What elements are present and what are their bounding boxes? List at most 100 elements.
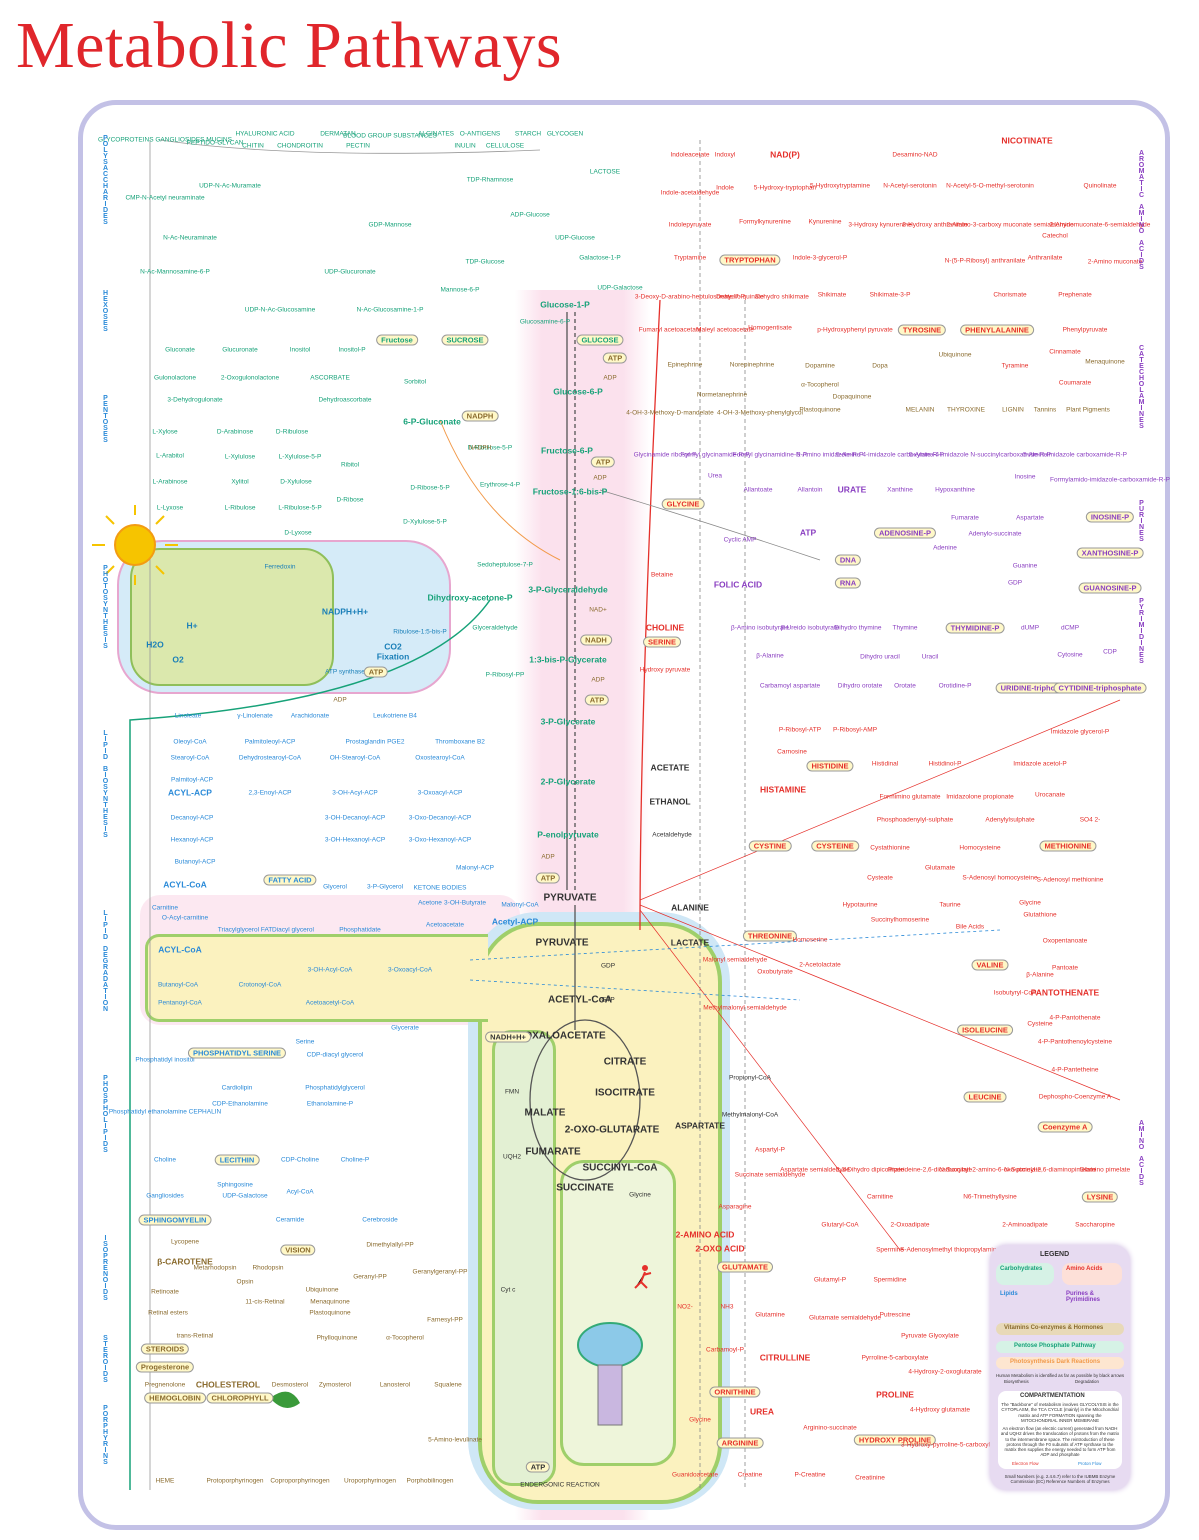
metabolite-n-ac-mannosamine-6-p: N-Ac-Mannosamine-6-P xyxy=(140,268,210,276)
metabolite-plastoquinone: Plastoquinone xyxy=(309,1309,351,1317)
section-label-polysaccharides: POLYSACCHARIDES xyxy=(102,135,109,225)
metabolite-formylkynurenine: Formylkynurenine xyxy=(739,218,791,226)
metabolite-4-p-pantetheine: 4-P-Pantetheine xyxy=(1051,1066,1099,1074)
metabolite-2-oxo-glutarate: 2-OXO-GLUTARATE xyxy=(564,1124,660,1136)
metabolite-histidinol-p: Histidinol-P xyxy=(928,760,962,768)
metabolite-prostaglandin-pge2: Prostaglandin PGE2 xyxy=(345,738,405,746)
metabolite-dimethylallyl-pp: Dimethylallyl-PP xyxy=(366,1241,414,1249)
metabolite-gluconate: Gluconate xyxy=(165,346,195,354)
metabolite-vision: VISION xyxy=(280,1244,316,1256)
metabolite-malonyl-semialdehyde: Malonyl semialdehyde xyxy=(702,956,768,964)
compartmentation-title: COMPARTMENTATION xyxy=(1020,1393,1085,1399)
metabolite-acyl-acp: ACYL-ACP xyxy=(168,787,212,798)
metabolite-h2o: H2O xyxy=(146,639,164,650)
metabolite-p-hydroxyphenyl-pyruvate: p-Hydroxyphenyl pyruvate xyxy=(817,326,893,334)
metabolite-inositol-p: Inositol-P xyxy=(338,346,366,354)
section-label-pyrimidines: PYRIMIDINES xyxy=(1138,598,1145,664)
metabolite-catechol: Catechol xyxy=(1042,232,1068,240)
metabolite-aspartyl-p: Aspartyl-P xyxy=(755,1146,785,1154)
metabolite-2-aminoadipate: 2-Aminoadipate xyxy=(1002,1221,1048,1229)
metabolite-cytosine: Cytosine xyxy=(1057,651,1083,659)
metabolite-spermine: Spermine xyxy=(876,1246,904,1254)
legend-amino-acids: Amino Acids xyxy=(1066,1266,1103,1272)
metabolite-triacylglycerol-fat: Triacylglycerol FAT xyxy=(217,926,273,934)
metabolite-6-p-gluconate: 6-P-Gluconate xyxy=(403,416,461,427)
metabolite-diacyl-glycerol: Diacyl glycerol xyxy=(272,926,314,934)
metabolite-cellulose: CELLULOSE xyxy=(485,142,525,150)
metabolite-steroids: STEROIDS xyxy=(140,1343,190,1355)
metabolite-pyruvate-glyoxylate: Pyruvate Glyoxylate xyxy=(901,1332,959,1340)
metabolite-nadph: NADPH xyxy=(461,410,499,422)
metabolite-2-acetolactate: 2-Acetolactate xyxy=(799,961,841,969)
metabolite-threonine: THREONINE xyxy=(742,930,798,942)
metabolite-adp: ADP xyxy=(333,696,347,704)
metabolite-pyruvate: PYRUVATE xyxy=(543,892,597,904)
legend-carbohydrates: Carbohydrates xyxy=(1000,1266,1043,1272)
metabolite-imidazole-glycerol-p: Imidazole glycerol-P xyxy=(1050,728,1110,736)
metabolite-tdp-glucose: TDP-Glucose xyxy=(465,258,505,266)
metabolite-lycopene: Lycopene xyxy=(171,1238,199,1246)
metabolite-malonyl-coa: Malonyl-CoA xyxy=(501,901,539,909)
metabolite-d-ribulose-5-p: D-Ribulose-5-P xyxy=(467,444,513,452)
metabolite-norepinephrine: Norepinephrine xyxy=(729,361,775,369)
metabolite-cardiolipin: Cardiolipin xyxy=(221,1084,253,1092)
metabolite-homogentisate: Homogentisate xyxy=(748,324,792,332)
metabolite-alanine: β-Alanine xyxy=(1026,971,1054,979)
metabolite-5-amino-4-imidazole-n-succinylcarboxamide-r-p: 5-Amino-4-imidazole N-succinylcarboxamid… xyxy=(909,451,1051,459)
metabolite-udp-n-ac-glucosamine: UDP-N-Ac-Glucosamine xyxy=(244,306,316,314)
metabolite-coproporphyrinogen: Coproporphyrinogen xyxy=(270,1477,330,1485)
metabolite-decanoyl-acp: Decanoyl-ACP xyxy=(170,814,214,822)
legend-pentose-phosphate: Pentose Phosphate Pathway xyxy=(1014,1343,1096,1349)
metabolite-rna: RNA xyxy=(834,577,862,589)
metabolite-tyrosine: TYROSINE xyxy=(897,324,947,336)
metabolite-cystine: CYSTINE xyxy=(748,840,792,852)
legend-human-note: Human Metabolism is identified as far as… xyxy=(995,1373,1125,1378)
metabolite-3-hydroxy-pyrroline-5-carboxylate: 3-Hydroxy-pyrroline-5-carboxylate xyxy=(901,1441,999,1449)
metabolite-sphingosine: Sphingosine xyxy=(217,1181,253,1189)
metabolite-chitin: CHITIN xyxy=(242,142,264,150)
metabolite-n6-trimethyllysine: N6-Trimethyllysine xyxy=(963,1193,1017,1201)
metabolite-n-5-p-ribosyl-anthranilate: N-(5-P-Ribosyl) anthranilate xyxy=(944,257,1026,265)
metabolite-isobutyryl-coa: Isobutyryl-CoA xyxy=(993,989,1037,997)
metabolite-tryptophan: TRYPTOPHAN xyxy=(719,254,781,266)
metabolite-4-hydroxy-glutamate: 4-Hydroxy glutamate xyxy=(910,1406,970,1414)
metabolite-gdp: GDP xyxy=(1007,579,1023,587)
metabolite-l-arabinose: L-Arabinose xyxy=(152,478,188,486)
metabolite-p-ribosyl-amp: P-Ribosyl-AMP xyxy=(832,726,878,734)
metabolite-atp: ATP xyxy=(363,666,389,678)
metabolite-alginates: ALGINATES xyxy=(417,130,455,138)
legend-biosynthesis: Biosynthesis xyxy=(1004,1379,1029,1384)
section-label-lipid-degradation: LIPID DEGRADATION xyxy=(102,910,109,1012)
section-label-lipid-biosynthesis: LIPID BIOSYNTHESIS xyxy=(102,730,109,838)
metabolite-cytidine-triphosphate: CYTIDINE-triphosphate xyxy=(1053,682,1147,694)
metabolite-ubiquinone: Ubiquinone xyxy=(305,1286,339,1294)
metabolite-indole: Indole xyxy=(716,184,734,192)
section-label-catecholamines: CATECHOLAMINES xyxy=(1138,345,1145,429)
metabolite-citrate: CITRATE xyxy=(603,1056,647,1068)
metabolite-ribulose-1-5-bis-p: Ribulose-1:5-bis-P xyxy=(393,628,447,636)
metabolite-quinolinate: Quinolinate xyxy=(1083,182,1117,190)
metabolite-carbamoyl-aspartate: Carbamoyl aspartate xyxy=(759,682,821,690)
metabolite-oxopentanoate: Oxopentanoate xyxy=(1042,937,1088,945)
metabolite-glucose-6-p: Glucose-6-P xyxy=(553,386,603,397)
metabolite-formyl-glycinamide-r-p: Formyl glycinamide-R-P xyxy=(680,451,750,459)
metabolite-acetaldehyde: Acetaldehyde xyxy=(652,831,692,839)
metabolite-d-xylulose-5-p: D-Xylulose-5-P xyxy=(403,518,447,526)
metabolite-chorismate: Chorismate xyxy=(993,291,1027,299)
metabolite-p-ribosyl-atp: P-Ribosyl-ATP xyxy=(778,726,822,734)
metabolite-acetone: Acetone xyxy=(418,899,442,907)
metabolite-nicotinate: NICOTINATE xyxy=(1001,135,1053,146)
metabolite-butanoyl-acp: Butanoyl-ACP xyxy=(174,858,216,866)
metabolite-erythrose-4-p: Erythrose-4-P xyxy=(479,481,521,489)
metabolite-adenylylsulphate: Adenylylsulphate xyxy=(985,816,1035,824)
metabolite-hypotaurine: Hypotaurine xyxy=(842,901,878,909)
metabolite-nadph: NADPH xyxy=(468,444,492,452)
metabolite-5-amino-imidazole-r-p: 5-Amino imidazole-R-P xyxy=(796,451,864,459)
metabolite-serine: Serine xyxy=(295,1038,315,1046)
legend-panel: LEGEND Carbohydrates Amino Acids Lipids … xyxy=(990,1245,1130,1490)
metabolite-inulin: INULIN xyxy=(454,142,476,150)
metabolite-cysteine: Cysteine xyxy=(1027,1020,1053,1028)
metabolite-udp-glucuronate: UDP-Glucuronate xyxy=(324,268,376,276)
metabolite-dermatan: DERMATAN xyxy=(320,130,356,138)
metabolite-d-ribulose: D-Ribulose xyxy=(275,428,309,436)
